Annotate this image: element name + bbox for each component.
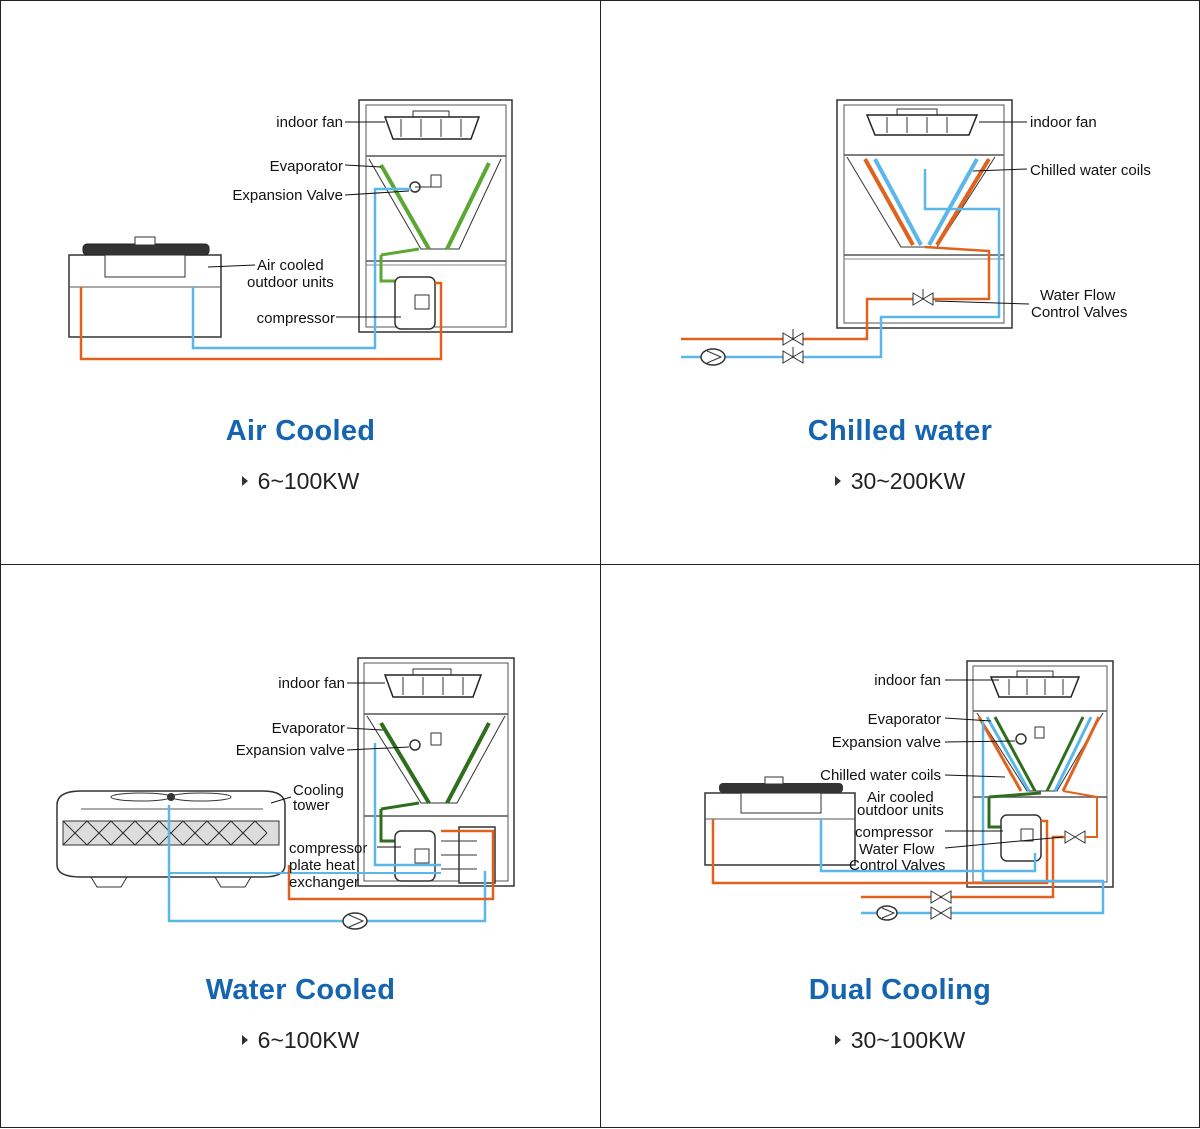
compressor-icon xyxy=(394,276,436,330)
triangle-bullet-icon xyxy=(241,475,248,486)
panel-air-cooled: indoor fan Evaporator Expansion Valve Ai… xyxy=(0,0,601,565)
air-cooled-diagram: indoor fan Evaporator Expansion Valve Ai… xyxy=(68,99,513,361)
panel-title: Water Cooled xyxy=(205,974,396,1006)
compressor-icon xyxy=(1000,814,1042,862)
label-control-valves: Control Valves xyxy=(1031,304,1127,321)
outdoor-unit xyxy=(68,236,222,338)
label-compressor: compressor xyxy=(257,310,335,327)
label-water-flow: Water Flow xyxy=(859,841,934,858)
panel-range: 6~100KW xyxy=(1,1027,600,1054)
valve-icon xyxy=(782,329,804,346)
panel-range: 6~100KW xyxy=(1,468,600,495)
label-water-flow: Water Flow xyxy=(1040,287,1115,304)
expansion-valve-icon xyxy=(1015,726,1045,745)
triangle-bullet-icon xyxy=(241,1034,248,1045)
label-control-valves: Control Valves xyxy=(849,857,945,874)
triangle-bullet-icon xyxy=(834,475,841,486)
range-value: 30~200KW xyxy=(850,468,966,494)
label-evaporator: Evaporator xyxy=(868,711,941,728)
panel-water-cooled: indoor fan Evaporator Expansion valve Co… xyxy=(0,564,601,1128)
valve-icon xyxy=(912,289,934,306)
label-indoor-fan: indoor fan xyxy=(1030,114,1097,131)
label-evaporator: Evaporator xyxy=(270,158,343,175)
label-expansion-valve: Expansion Valve xyxy=(232,187,343,204)
chilled-water-diagram: indoor fan Chilled water coils Water Flo… xyxy=(681,99,1151,366)
label-air-cooled: Air cooled xyxy=(867,789,934,806)
indoor-unit-cabinet xyxy=(836,99,1013,329)
label-indoor-fan: indoor fan xyxy=(874,672,941,689)
pump-icon xyxy=(700,348,726,366)
range-value: 6~100KW xyxy=(257,468,360,494)
label-chilled-water-coils: Chilled water coils xyxy=(820,767,941,784)
indoor-fan-icon xyxy=(383,110,481,140)
pump-icon xyxy=(876,905,898,921)
label-evaporator: Evaporator xyxy=(272,720,345,737)
label-cooling: Cooling xyxy=(293,782,344,799)
cooling-tower xyxy=(56,790,286,888)
panel-title: Air Cooled xyxy=(225,415,376,447)
expansion-valve-icon xyxy=(409,732,442,751)
triangle-bullet-icon xyxy=(834,1034,841,1045)
label-expansion-valve: Expansion valve xyxy=(832,734,941,751)
valve-icon xyxy=(930,906,952,920)
label-compressor: compressor xyxy=(855,824,933,841)
label-tower: tower xyxy=(293,797,330,814)
label-outdoor-units: outdoor units xyxy=(857,802,944,819)
label-indoor-fan: indoor fan xyxy=(278,675,345,692)
indoor-fan-icon xyxy=(865,108,979,136)
panel-range: 30~100KW xyxy=(601,1027,1199,1054)
panel-dual-cooling: indoor fan Evaporator Expansion valve Ch… xyxy=(600,564,1200,1128)
dual-cooling-diagram: indoor fan Evaporator Expansion valve Ch… xyxy=(704,660,1114,921)
label-chilled-water-coils: Chilled water coils xyxy=(1030,162,1151,179)
range-value: 6~100KW xyxy=(257,1027,360,1053)
label-air-cooled: Air cooled xyxy=(257,257,324,274)
panel-title: Chilled water xyxy=(807,415,993,447)
valve-icon xyxy=(782,347,804,364)
compressor-icon xyxy=(394,830,436,882)
range-value: 30~100KW xyxy=(850,1027,966,1053)
pump-icon xyxy=(342,912,368,930)
label-compressor: compressor xyxy=(289,840,367,857)
valve-icon xyxy=(930,890,952,904)
label-plate-heat: plate heat xyxy=(289,857,356,874)
panel-chilled-water: indoor fan Chilled water coils Water Flo… xyxy=(600,0,1200,565)
panel-range: 30~200KW xyxy=(601,468,1199,495)
label-outdoor-units: outdoor units xyxy=(247,274,334,291)
indoor-fan-icon xyxy=(989,670,1081,698)
panel-title: Dual Cooling xyxy=(808,974,992,1006)
water-cooled-diagram: indoor fan Evaporator Expansion valve Co… xyxy=(56,657,515,930)
label-exchanger: exchanger xyxy=(289,874,359,891)
expansion-valve-icon xyxy=(409,174,442,193)
label-indoor-fan: indoor fan xyxy=(276,114,343,131)
indoor-fan-icon xyxy=(383,668,483,698)
outdoor-unit xyxy=(704,776,856,866)
label-expansion-valve: Expansion valve xyxy=(236,742,345,759)
